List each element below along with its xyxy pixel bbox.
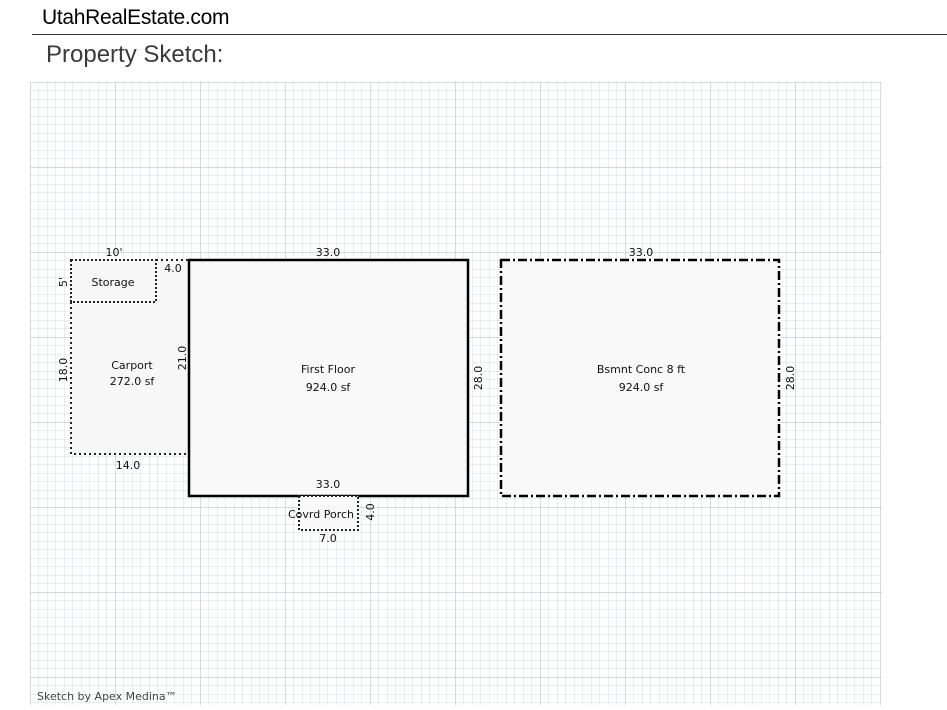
storage-side-dimension: 5' bbox=[57, 277, 70, 287]
first-floor-label: First Floor bbox=[301, 363, 355, 376]
storage-right-dimension: 4.0 bbox=[164, 262, 182, 275]
site-name: UtahRealEstate.com bbox=[42, 6, 230, 29]
carport-label: Carport bbox=[111, 359, 153, 372]
first-floor-outline bbox=[187, 258, 470, 498]
first-floor-area: 924.0 sf bbox=[306, 381, 352, 394]
basement-right-dimension: 28.0 bbox=[784, 366, 797, 391]
first-floor-left-dimension: 21.0 bbox=[176, 346, 189, 371]
storage-outline bbox=[70, 259, 157, 303]
property-sketch: Storage Carport 272.0 sf First Floor 924… bbox=[30, 82, 882, 705]
section-title: Property Sketch: bbox=[46, 41, 224, 68]
carport-side-dimension: 18.0 bbox=[57, 358, 70, 383]
porch-side-dimension: 4.0 bbox=[364, 503, 377, 521]
storage-top-dimension: 10' bbox=[105, 246, 122, 259]
first-floor-bottom-dimension: 33.0 bbox=[316, 478, 341, 491]
header-divider bbox=[32, 34, 947, 35]
carport-bottom-dimension: 14.0 bbox=[116, 459, 141, 472]
covered-porch-label: Covrd Porch bbox=[288, 508, 354, 521]
porch-bottom-dimension: 7.0 bbox=[319, 532, 337, 545]
carport-fill bbox=[72, 303, 188, 453]
covered-porch-outline bbox=[298, 495, 359, 531]
sketch-credit: Sketch by Apex Medina™ bbox=[37, 690, 177, 703]
basement-outline bbox=[499, 258, 781, 498]
basement-top-dimension: 33.0 bbox=[629, 246, 654, 259]
storage-label: Storage bbox=[91, 276, 134, 289]
first-floor-top-dimension: 33.0 bbox=[316, 246, 341, 259]
basement-label: Bsmnt Conc 8 ft bbox=[597, 363, 686, 376]
carport-area: 272.0 sf bbox=[110, 375, 156, 388]
basement-area: 924.0 sf bbox=[619, 381, 665, 394]
first-floor-right-dimension: 28.0 bbox=[472, 366, 485, 391]
